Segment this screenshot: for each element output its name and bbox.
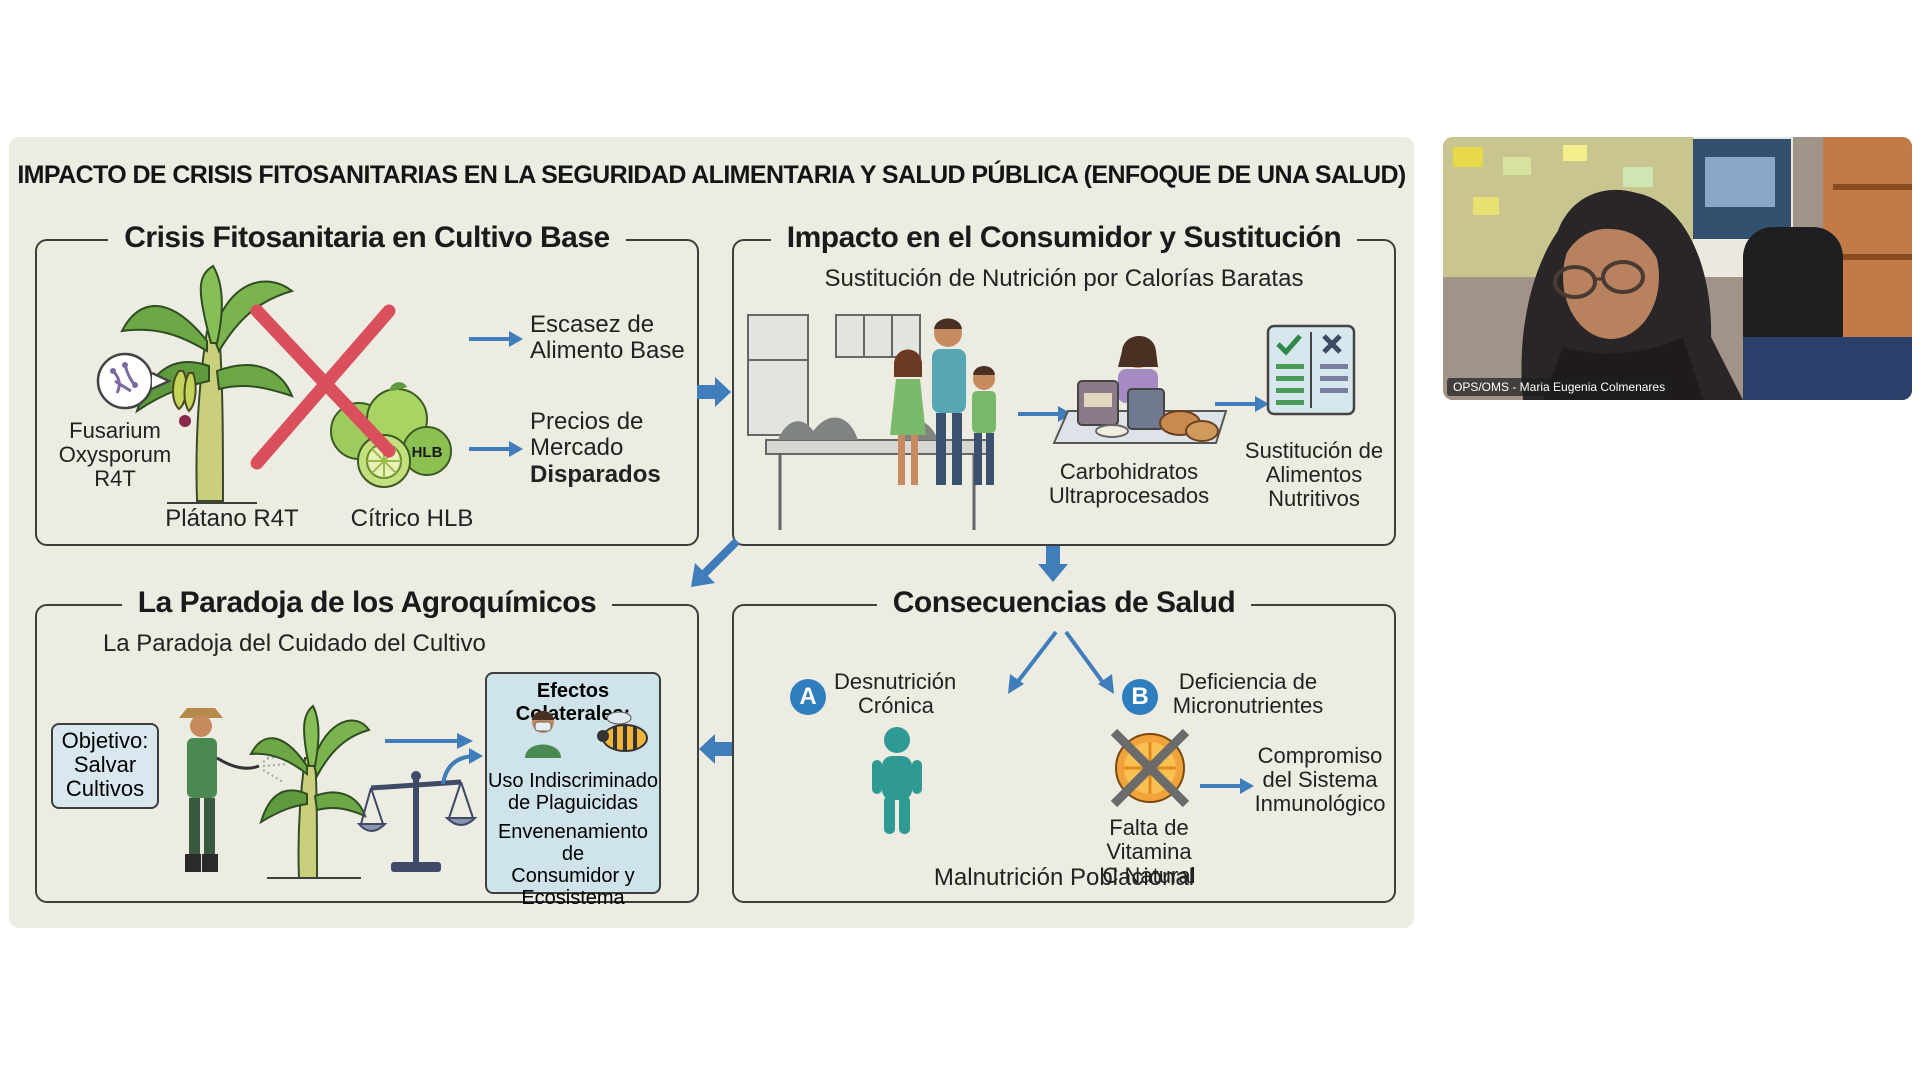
effect-scarcity-line2: Alimento Base [530, 337, 685, 365]
effect-scarcity-line1: Escasez de [530, 311, 655, 338]
substitution-label-line1: Sustitución de Alimentos [1244, 438, 1384, 488]
slide-title: IMPACTO DE CRISIS FITOSANITARIAS EN LA S… [17, 161, 1406, 189]
effect-scarcity: Escasez de Alimento Base [530, 311, 700, 365]
panel-health-consequences: Consecuencias de Salud A Desnutrición Cr… [732, 586, 1396, 903]
panel-consumer-impact-title: Impacto en el Consumidor y Sustitución [770, 221, 1358, 254]
participant-name-label: OPS/OMS - Maria Eugenia Colmenares [1447, 378, 1672, 396]
vitamin-c-line2: C Natural [1102, 863, 1196, 889]
badge-a: A [790, 679, 826, 715]
panel-crop-crisis-title: Crisis Fitosanitaria en Cultivo Base [108, 221, 626, 254]
effect-prices: Precios de Mercado Disparados [530, 408, 700, 488]
collateral-effects-box: Efectos Colaterales: Uso Indiscriminado … [485, 672, 661, 909]
family-kitchen-illustration [747, 314, 996, 530]
panel-crop-crisis: Crisis Fitosanitaria en Cultivo Base Fus… [35, 221, 700, 546]
badge-b: B [1122, 679, 1158, 715]
branch-arrows-icon [1008, 630, 1114, 694]
ultraprocessed-food-illustration [1052, 336, 1228, 444]
panel-consumer-impact: Impacto en el Consumidor y Sustitución S… [732, 221, 1396, 546]
arrow-down-icon [1038, 546, 1068, 582]
effect-prices-line2: Mercado [530, 434, 624, 462]
immune-system-line2: del Sistema [1262, 767, 1378, 793]
citrus-label: Cítrico HLB [350, 505, 474, 532]
arrow-right-icon [1018, 406, 1072, 422]
chronic-malnutrition-line2: Crónica [858, 693, 934, 719]
farmer-spraying-illustration [179, 704, 371, 879]
panel-agrochemical-paradox-title: La Paradoja de los Agroquímicos [121, 586, 613, 619]
objective-line3: Cultivos [65, 776, 145, 802]
red-cross-icon [250, 304, 396, 470]
effects-pesticide-line2: de Plaguicidas [507, 792, 639, 814]
banana-label: Plátano R4T [165, 505, 299, 532]
panel-consumer-impact-subtitle: Sustitución de Nutrición por Calorías Ba… [824, 265, 1304, 292]
objective-line1: Objetivo: [61, 728, 149, 753]
panel-agrochemical-paradox-subtitle: La Paradoja del Cuidado del Cultivo [102, 630, 486, 657]
pathogen-label-line2: Oxysporum [58, 442, 172, 468]
immune-system-label: Compromiso del Sistema Inmunológico [1250, 743, 1390, 817]
effects-poisoning: Envenenamiento de Consumidor y Ecosistem… [487, 821, 659, 909]
vitamin-c-label: Falta de Vitamina C Natural [1064, 815, 1234, 889]
arrow-down-left-icon [691, 538, 740, 587]
objective-line2: Salvar [73, 752, 137, 778]
arrow-right-icon [1200, 778, 1254, 794]
panel-health-consequences-title: Consecuencias de Salud [876, 586, 1252, 619]
immune-system-line3: Inmunológico [1254, 791, 1386, 817]
substitution-label-line2: Nutritivos [1268, 486, 1360, 512]
hlb-badge: HLB [412, 444, 443, 461]
immune-system-line1: Compromiso [1257, 743, 1383, 768]
checklist-icon [1266, 324, 1356, 416]
participant-video-tile[interactable]: OPS/OMS - Maria Eugenia Colmenares [1443, 137, 1912, 400]
population-malnutrition-label: Malnutrición Poblacional [933, 864, 1195, 891]
arrow-right-icon [469, 441, 523, 457]
arrow-curved-icon [441, 748, 483, 785]
banana-plant-icon [120, 264, 295, 504]
arrow-left-icon [699, 734, 733, 764]
balance-scale-icon [356, 771, 478, 872]
effects-poisoning-line1: Envenenamiento de [497, 821, 649, 865]
ultraprocessed-label-line1: Carbohidratos [1059, 459, 1199, 484]
participant-video-feed [1443, 137, 1912, 400]
chronic-malnutrition-label: Desnutrición Crónica [834, 669, 984, 719]
masked-person-icon [525, 711, 561, 758]
arrow-right-icon [697, 377, 731, 407]
child-figure-icon [872, 727, 922, 834]
effects-poisoning-line3: Ecosistema [521, 887, 625, 909]
vitamin-c-line1: Falta de Vitamina [1106, 815, 1192, 865]
chronic-malnutrition-line1: Desnutrición [834, 669, 957, 694]
pathogen-label: Fusarium Oxysporum R4T [55, 418, 175, 492]
effects-pesticide-use: Uso Indiscriminado de Plaguicidas [487, 770, 659, 814]
arrow-right-icon [1215, 396, 1269, 412]
effects-poisoning-line2: Consumidor y [511, 865, 635, 887]
micronutrient-deficiency-line2: Micronutrientes [1172, 693, 1324, 719]
arrow-right-icon [385, 733, 473, 749]
objective-box: Objetivo: Salvar Cultivos [51, 723, 159, 809]
substitution-label: Sustitución de Alimentos Nutritivos [1234, 438, 1394, 512]
ultraprocessed-label: Carbohidratos Ultraprocesados [1034, 459, 1224, 509]
micronutrient-deficiency-line1: Deficiencia de [1178, 669, 1318, 694]
ultraprocessed-label-line2: Ultraprocesados [1048, 483, 1210, 509]
effect-prices-line1: Precios de [530, 408, 644, 435]
pathogen-label-line3: R4T [94, 466, 136, 492]
orange-crossed-icon [1110, 728, 1190, 808]
arrow-right-icon [469, 331, 523, 347]
micronutrient-deficiency-label: Deficiencia de Micronutrientes [1158, 669, 1338, 719]
pathogen-label-line1: Fusarium [69, 418, 161, 443]
effect-prices-line3: Disparados [530, 460, 661, 488]
effects-pesticide-line1: Uso Indiscriminado [487, 770, 659, 792]
shared-slide: IMPACTO DE CRISIS FITOSANITARIAS EN LA S… [9, 137, 1414, 928]
fusarium-pathogen-icon [96, 352, 172, 410]
panel-agrochemical-paradox: La Paradoja de los Agroquímicos La Parad… [35, 586, 699, 909]
bee-icon [597, 711, 648, 752]
